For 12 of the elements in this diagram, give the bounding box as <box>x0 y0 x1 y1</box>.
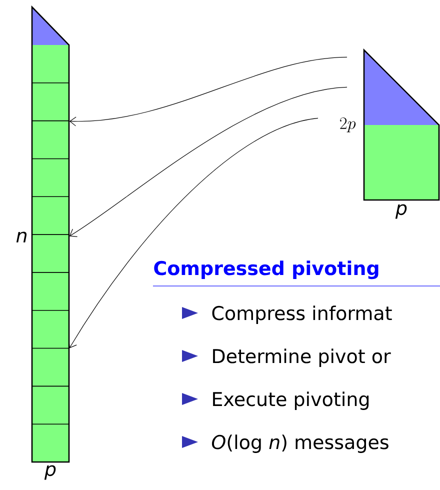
section-heading: Compressed pivoting <box>154 260 378 280</box>
list-item: Determine pivot or <box>213 348 391 367</box>
dimension-label: $2p$ <box>340 117 356 132</box>
dimension-label: p <box>395 204 407 219</box>
arrow <box>69 86 348 238</box>
arrow <box>69 56 348 126</box>
list-item: Compress informat <box>212 306 392 324</box>
dimension-label: p <box>44 465 56 480</box>
dimension-label: n <box>16 232 26 242</box>
list-item: O(log n) messages <box>212 434 388 453</box>
list-item: Execute pivoting <box>213 392 369 410</box>
arrow <box>68 118 318 348</box>
